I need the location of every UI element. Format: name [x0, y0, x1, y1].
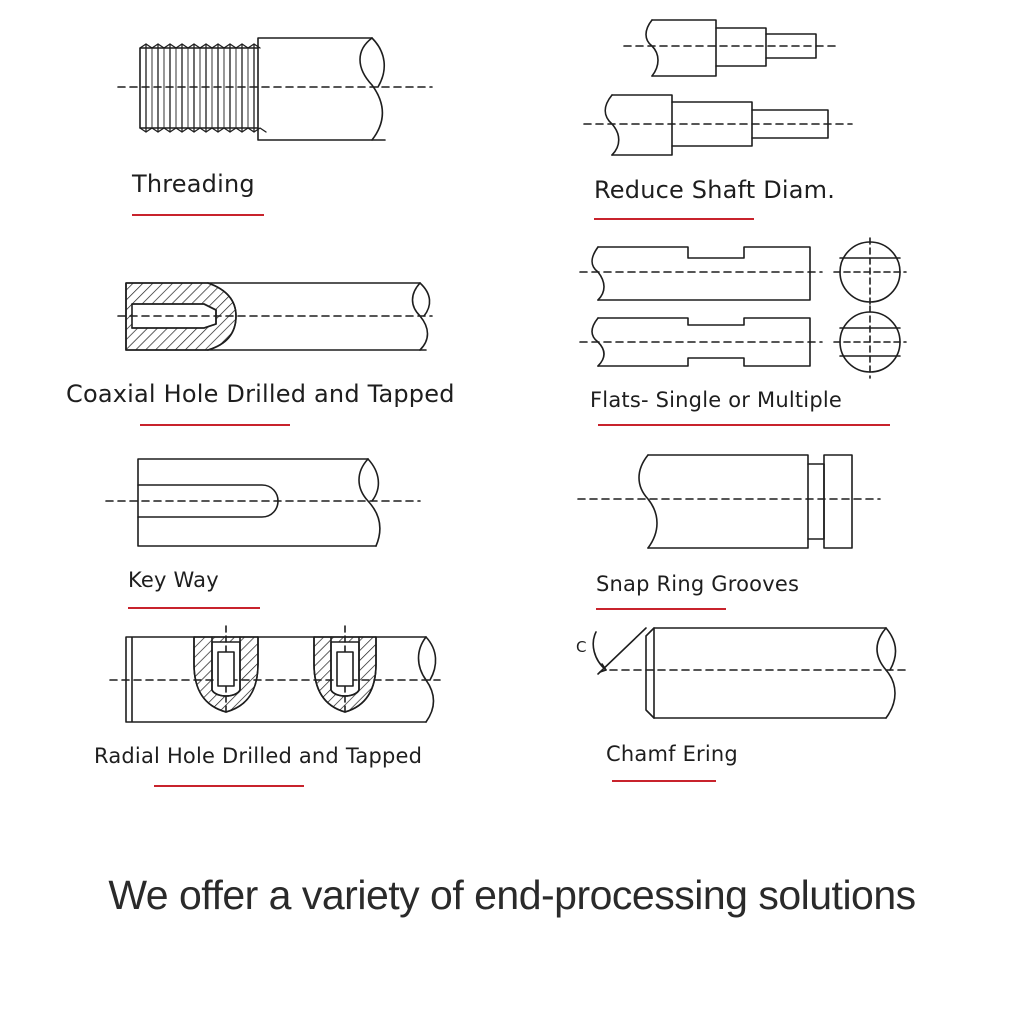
coaxial-hole-label: Coaxial Hole Drilled and Tapped: [66, 380, 455, 408]
threading-underline: [132, 214, 264, 216]
flats-figure: [580, 238, 906, 378]
flats-label: Flats- Single or Multiple: [590, 388, 843, 412]
radial-hole-figure: [110, 626, 440, 722]
thread-teeth: [140, 44, 266, 132]
coaxial-hole-figure: [118, 283, 432, 350]
chamfering-underline: [612, 780, 716, 782]
chamfer-symbol-label: C: [576, 638, 587, 656]
reduce-shaft-figure: [584, 20, 852, 155]
reduce-shaft-label: Reduce Shaft Diam.: [594, 176, 836, 204]
flats-underline: [598, 424, 890, 426]
threading-label: Threading: [132, 170, 255, 198]
threading-figure: [118, 38, 432, 140]
key-way-underline: [128, 607, 260, 609]
snap-ring-figure: [578, 455, 880, 548]
radial-hole-underline: [154, 785, 304, 787]
chamfering-figure: [593, 628, 906, 718]
key-way-label: Key Way: [128, 568, 219, 592]
tagline: We offer a variety of end-processing sol…: [108, 872, 916, 918]
snap-ring-label: Snap Ring Grooves: [596, 572, 800, 596]
chamfering-label: Chamf Ering: [606, 742, 738, 766]
reduce-shaft-underline: [594, 218, 754, 220]
radial-hole-label: Radial Hole Drilled and Tapped: [94, 744, 423, 768]
coaxial-hole-underline: [140, 424, 290, 426]
snap-ring-underline: [596, 608, 726, 610]
key-way-figure: [106, 459, 420, 546]
